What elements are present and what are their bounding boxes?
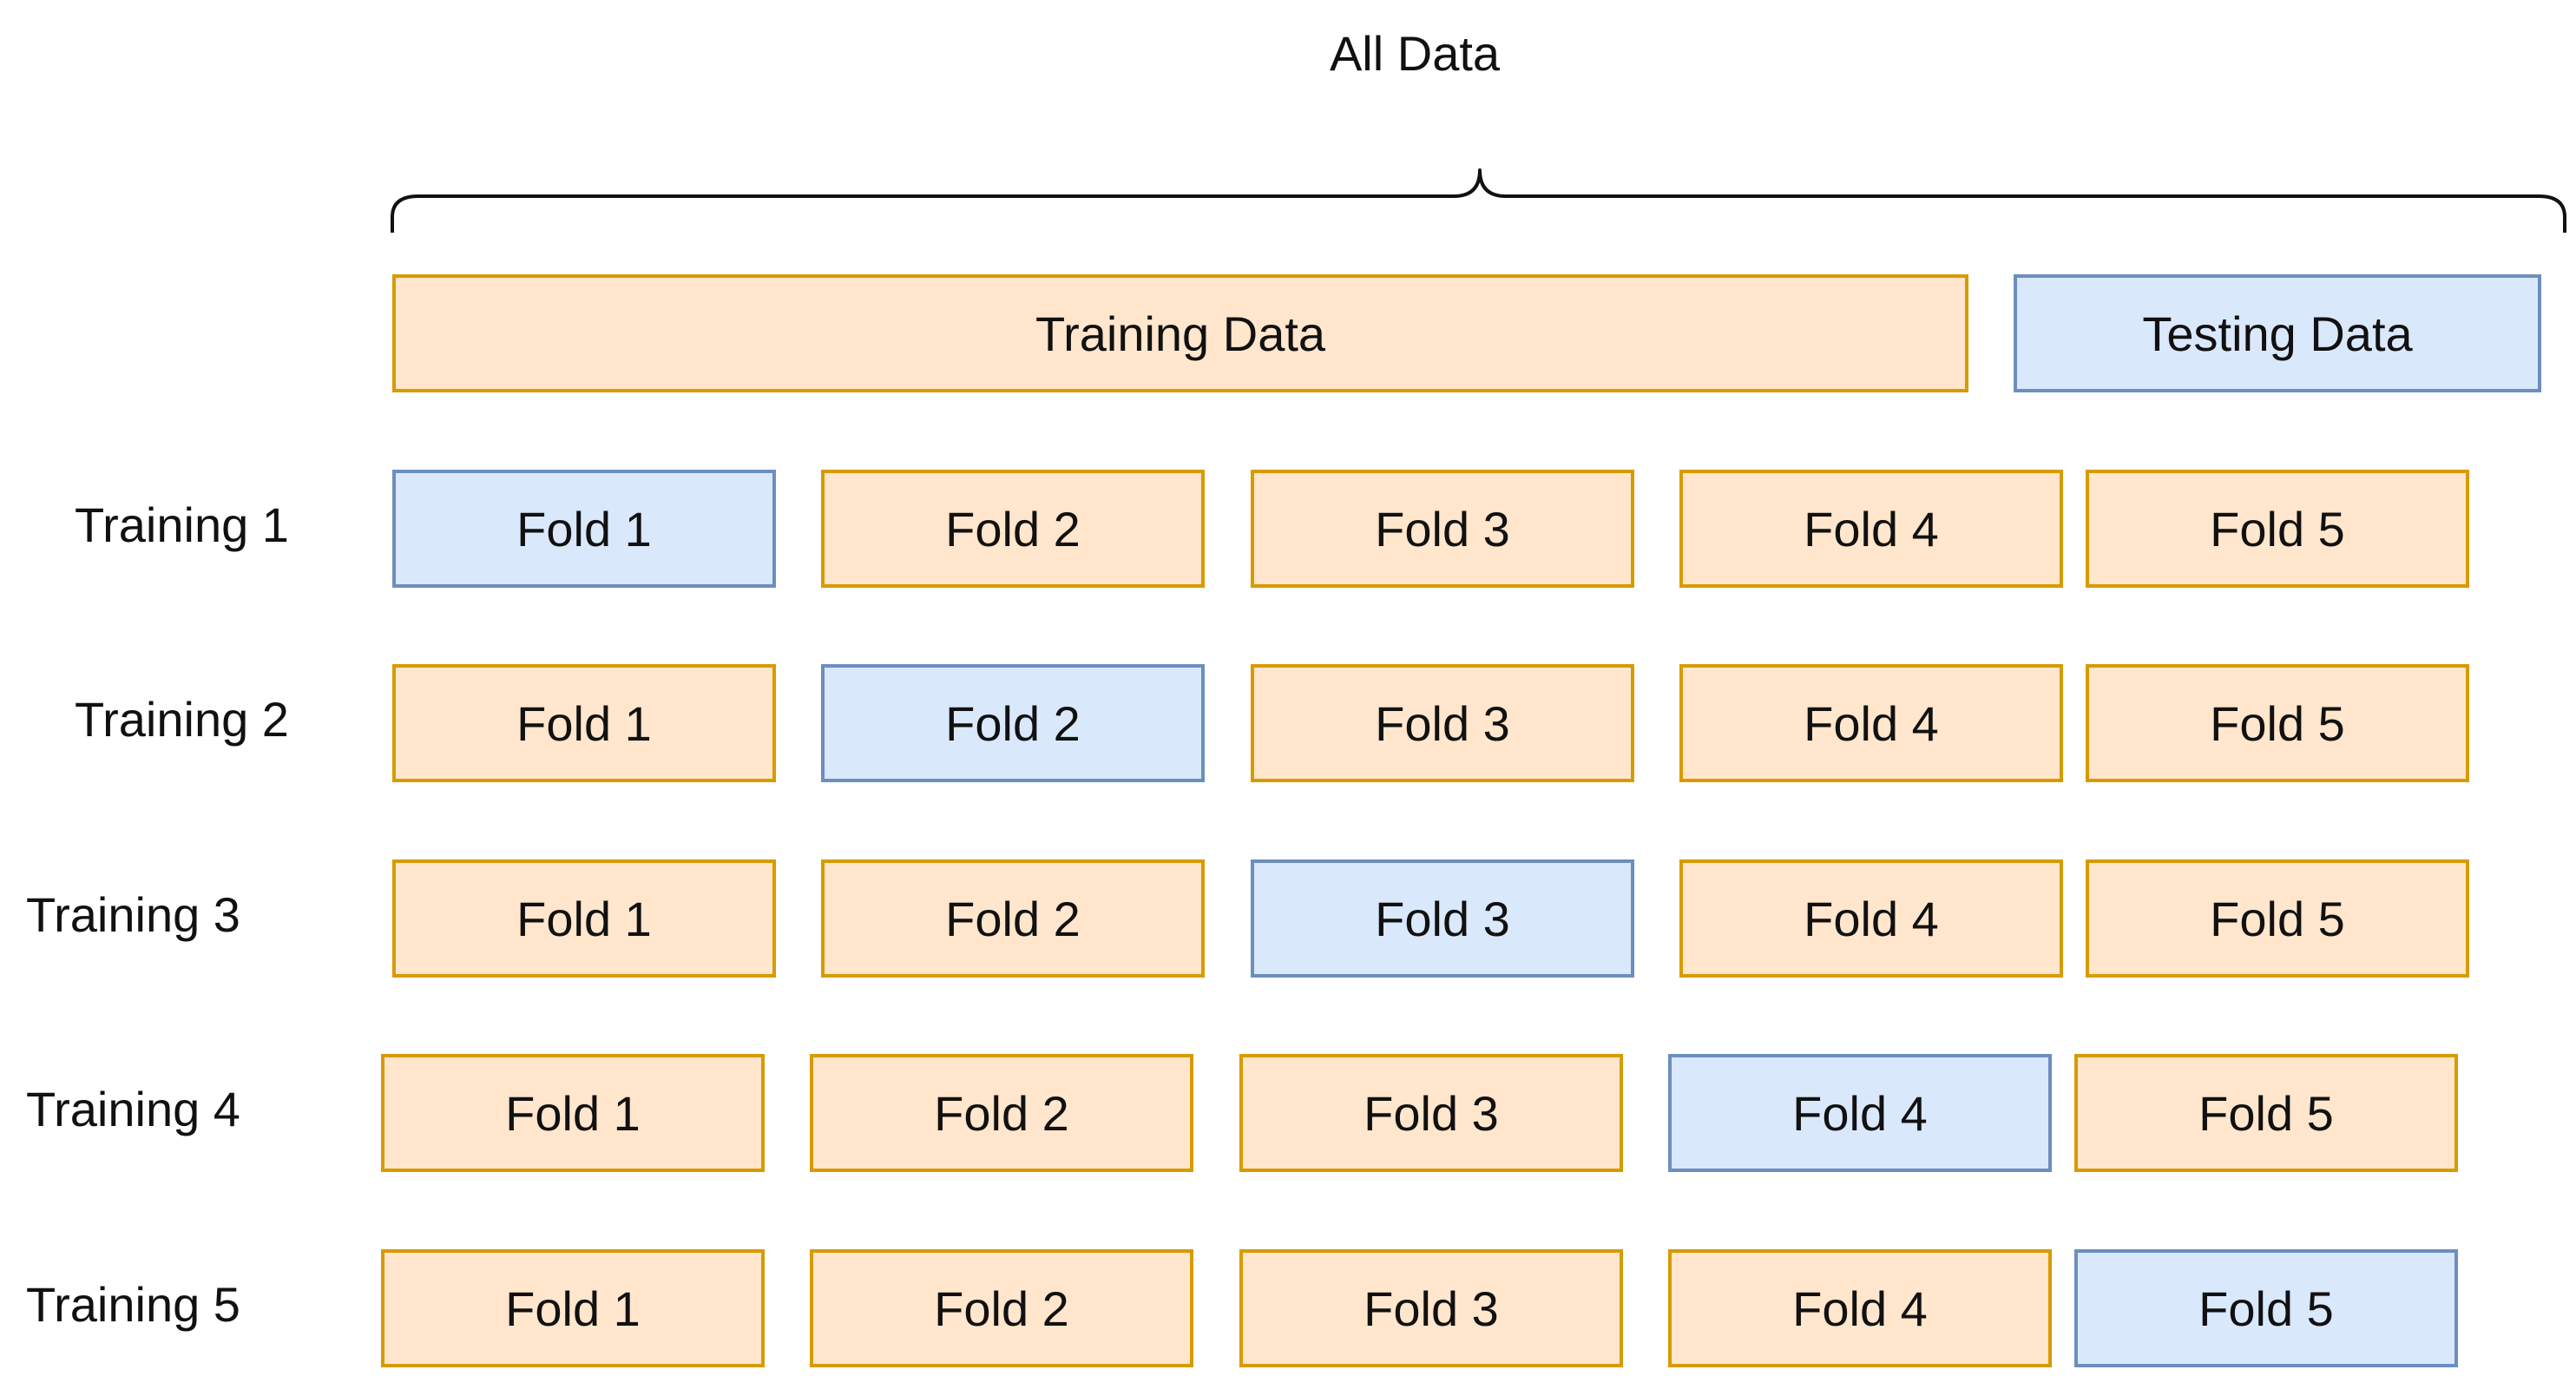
fold-box: Fold 1: [381, 1054, 765, 1172]
fold-box: Fold 5: [2074, 1054, 2458, 1172]
row-label-training-3: Training 3: [26, 887, 240, 942]
fold-label: Fold 4: [1804, 891, 1939, 946]
fold-label: Fold 2: [934, 1281, 1069, 1336]
fold-label: Fold 1: [516, 501, 652, 556]
fold-box: Fold 2: [821, 470, 1205, 588]
fold-label: Fold 3: [1375, 891, 1510, 946]
fold-box: Fold 5: [2086, 859, 2469, 978]
fold-label: Fold 1: [505, 1085, 641, 1141]
fold-box: Fold 1: [381, 1249, 765, 1367]
training-data-label: Training Data: [1035, 306, 1326, 361]
fold-box: Fold 2: [821, 664, 1205, 782]
row-label-training-4: Training 4: [26, 1082, 240, 1136]
fold-label: Fold 5: [2198, 1085, 2334, 1141]
fold-box: Fold 2: [821, 859, 1205, 978]
fold-label: Fold 1: [505, 1281, 641, 1336]
fold-box: Fold 1: [392, 859, 776, 978]
fold-box: Fold 4: [1679, 664, 2063, 782]
fold-box: Fold 5: [2074, 1249, 2458, 1367]
row-label-training-5: Training 5: [26, 1277, 240, 1332]
fold-box: Fold 4: [1679, 470, 2063, 588]
fold-box: Fold 4: [1668, 1054, 2052, 1172]
all-data-title: All Data: [1329, 26, 1501, 81]
fold-label: Fold 4: [1804, 695, 1939, 751]
fold-label: Fold 3: [1364, 1281, 1499, 1336]
fold-box: Fold 3: [1239, 1249, 1623, 1367]
fold-box: Fold 1: [392, 470, 776, 588]
fold-label: Fold 1: [516, 695, 652, 751]
row-label-training-1: Training 1: [75, 497, 289, 552]
fold-label: Fold 4: [1792, 1281, 1928, 1336]
fold-box: Fold 1: [392, 664, 776, 782]
testing-data-box: Testing Data: [2014, 274, 2541, 392]
fold-label: Fold 5: [2210, 501, 2345, 556]
fold-label: Fold 2: [945, 501, 1081, 556]
fold-label: Fold 3: [1375, 501, 1510, 556]
fold-label: Fold 2: [945, 891, 1081, 946]
fold-label: Fold 1: [516, 891, 652, 946]
fold-label: Fold 5: [2198, 1281, 2334, 1336]
fold-label: Fold 5: [2210, 695, 2345, 751]
testing-data-label: Testing Data: [2142, 306, 2413, 361]
fold-label: Fold 2: [945, 695, 1081, 751]
fold-box: Fold 3: [1251, 470, 1634, 588]
fold-box: Fold 3: [1251, 859, 1634, 978]
fold-label: Fold 2: [934, 1085, 1069, 1141]
fold-box: Fold 5: [2086, 470, 2469, 588]
fold-box: Fold 3: [1239, 1054, 1623, 1172]
fold-box: Fold 4: [1668, 1249, 2052, 1367]
fold-label: Fold 3: [1375, 695, 1510, 751]
fold-box: Fold 3: [1251, 664, 1634, 782]
row-label-training-2: Training 2: [75, 692, 289, 747]
fold-label: Fold 4: [1792, 1085, 1928, 1141]
fold-label: Fold 4: [1804, 501, 1939, 556]
fold-box: Fold 5: [2086, 664, 2469, 782]
fold-box: Fold 2: [810, 1249, 1193, 1367]
training-data-box: Training Data: [392, 274, 1968, 392]
fold-label: Fold 3: [1364, 1085, 1499, 1141]
fold-box: Fold 2: [810, 1054, 1193, 1172]
fold-box: Fold 4: [1679, 859, 2063, 978]
fold-label: Fold 5: [2210, 891, 2345, 946]
